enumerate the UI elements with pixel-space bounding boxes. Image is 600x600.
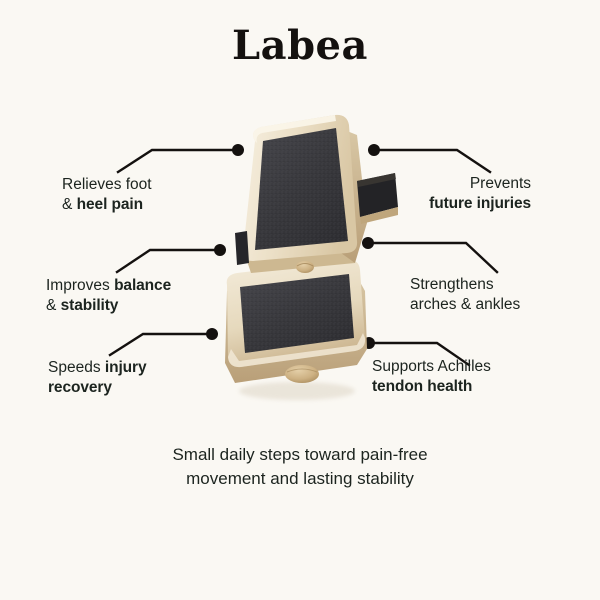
page-title: Labea (232, 22, 368, 69)
feature-line-1-bold: injury (104, 359, 147, 376)
feature-line-1: Supports Achilles (372, 358, 491, 375)
feature-label-balance-stability: Improves balance & stability (46, 276, 171, 316)
feature-line-1: Speeds injury (48, 358, 147, 378)
side-tab-base (360, 207, 398, 224)
feature-line-2-bold: heel pain (76, 196, 143, 213)
feature-line-2: & stability (46, 296, 171, 316)
feature-line-1: Relieves foot (62, 176, 152, 193)
caption-line-2: movement and lasting stability (186, 469, 414, 488)
upper-board-highlight (253, 115, 336, 143)
feature-line-2-bold: recovery (48, 379, 112, 396)
feature-line-1: Improves balance (46, 276, 171, 296)
feature-line-2-bold: stability (60, 297, 119, 314)
feature-line-2-bold: tendon health (372, 378, 473, 395)
hinge-knob-grain (296, 263, 314, 267)
feature-line-1-prefix: Speeds (48, 359, 105, 376)
caption-line-1: Small daily steps toward pain-free (172, 445, 428, 464)
feature-label-heel-pain: Relieves foot & heel pain (62, 175, 152, 215)
feature-line-1: Prevents (469, 175, 531, 192)
lower-board-knob-grain (286, 368, 318, 373)
connector-line-recovery (108, 332, 213, 357)
feature-label-injury-recovery: Speeds injury recovery (48, 358, 147, 398)
side-tab-top (357, 173, 396, 187)
feature-line-1-bold: balance (114, 277, 172, 294)
feature-label-achilles-tendon: Supports Achilles tendon health (372, 357, 491, 397)
lower-board-lip (228, 333, 366, 368)
feature-line-2-prefix: & (62, 196, 77, 213)
feature-line-2-prefix: & (46, 297, 61, 314)
feature-line-2: arches & ankles (410, 296, 521, 313)
lower-board-knob (285, 365, 319, 383)
feature-line-1-prefix: Improves (46, 277, 115, 294)
feature-line-2: & heel pain (62, 195, 152, 215)
hinge-knob (296, 261, 314, 273)
upper-board-grip-texture (255, 128, 348, 250)
connector-line-balance (115, 248, 221, 274)
feature-line-2-bold: future injuries (429, 195, 531, 212)
left-side-tab (235, 231, 249, 265)
feature-label-future-injuries: Prevents future injuries (429, 174, 531, 214)
caption: Small daily steps toward pain-free movem… (0, 443, 600, 491)
feature-label-arches-ankles: Strengthens arches & ankles (410, 275, 520, 315)
product-image (205, 95, 400, 405)
feature-line-1: Strengthens (410, 276, 494, 293)
lower-board-grip-texture (240, 274, 354, 353)
